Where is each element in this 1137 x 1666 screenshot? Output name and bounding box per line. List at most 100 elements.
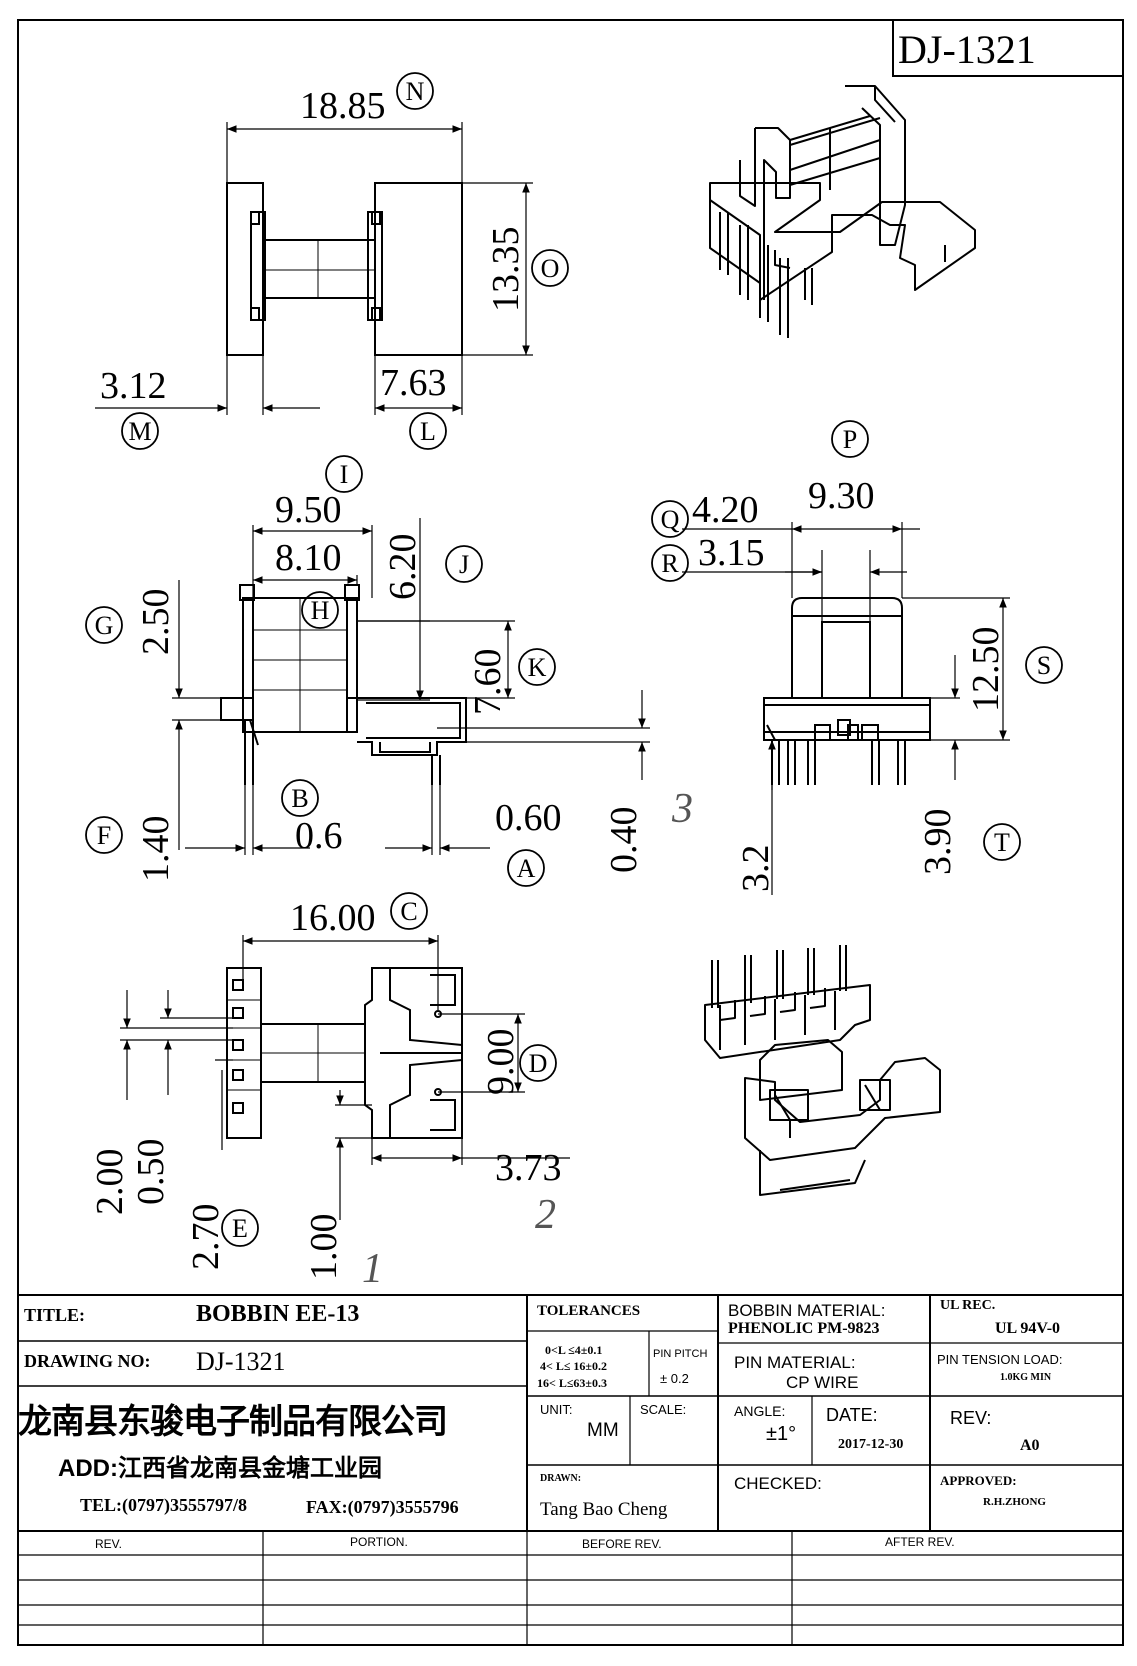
- drawn-value: Tang Bao Cheng: [540, 1499, 668, 1520]
- drawing-no-label: DRAWING NO:: [24, 1351, 151, 1371]
- dim-m: 3.12: [100, 365, 167, 407]
- callouts: [85, 72, 1063, 1247]
- tolerance-2: 4< L≤ 16±0.2: [540, 1359, 608, 1373]
- tolerances-label: TOLERANCES: [537, 1303, 641, 1319]
- side-view: [763, 597, 931, 785]
- rev-table-header-portion: PORTION.: [350, 1535, 408, 1549]
- drawn-label: DRAWN:: [540, 1473, 582, 1484]
- scale-label: SCALE:: [640, 1402, 687, 1417]
- callout-i: I: [340, 460, 349, 489]
- top-view-dimensions: [95, 122, 533, 415]
- rev-table-header-rev: REV.: [95, 1537, 122, 1551]
- drawing-number-box: DJ-1321: [892, 19, 1124, 77]
- dim-t: 3.90: [917, 809, 959, 876]
- rev-table-header-after: AFTER REV.: [885, 1535, 955, 1549]
- dim-e: 2.70: [185, 1204, 227, 1271]
- callout-m: M: [128, 417, 151, 446]
- dim-a: 0.60: [495, 797, 562, 839]
- approved-value: R.H.ZHONG: [983, 1496, 1046, 1508]
- pin-pitch-label: PIN PITCH: [653, 1348, 708, 1360]
- view-number-3: 3: [671, 786, 693, 832]
- callout-n: N: [406, 77, 425, 106]
- dim-e1: 2.00: [89, 1149, 131, 1216]
- title-block-grid: [18, 1294, 1123, 1645]
- date-value: 2017-12-30: [838, 1437, 904, 1452]
- bottom-view-dimensions: [120, 935, 570, 1220]
- dim-k: 7.60: [467, 649, 509, 716]
- title-value: BOBBIN EE-13: [196, 1301, 360, 1327]
- callout-f: F: [97, 821, 111, 850]
- callout-l: L: [420, 417, 436, 446]
- dim-s: 12.50: [965, 627, 1007, 713]
- top-view: [226, 182, 463, 356]
- company-tel: TEL:(0797)3555797/8: [80, 1495, 248, 1515]
- pin-material-label: PIN MATERIAL:: [734, 1353, 856, 1372]
- bottom-view: [226, 967, 463, 1139]
- rev-table-header-before: BEFORE REV.: [582, 1537, 662, 1551]
- dim-c: 16.00: [290, 897, 376, 939]
- pin-tension-value: 1.0KG MIN: [1000, 1372, 1052, 1383]
- dim-h: 8.10: [275, 537, 342, 579]
- dim-i: 9.50: [275, 489, 342, 531]
- callout-a: A: [517, 854, 536, 883]
- callout-t: T: [994, 828, 1010, 857]
- dim-two: 3.73: [495, 1147, 562, 1189]
- pin-material-value: CP WIRE: [786, 1373, 859, 1392]
- dim-q: 4.20: [692, 489, 759, 531]
- approved-label: APPROVED:: [940, 1473, 1017, 1488]
- bobbin-material-value: PHENOLIC PM-9823: [728, 1320, 880, 1337]
- drawing-no-value: DJ-1321: [196, 1347, 286, 1376]
- callout-p: P: [843, 425, 857, 454]
- rev-label: REV:: [950, 1408, 992, 1428]
- dim-j: 6.20: [382, 534, 424, 601]
- ul-value: UL 94V-0: [995, 1320, 1061, 1337]
- dim-g: 2.50: [135, 589, 177, 656]
- isometric-view-bottom: [704, 945, 941, 1196]
- callout-letters: N O M L I J G H K F B A C D E P Q R S T: [95, 77, 1052, 1243]
- dim-t1: 3.2: [735, 845, 777, 893]
- callout-e: E: [232, 1214, 248, 1243]
- company-name: 龙南县东骏电子制品有限公司: [18, 1403, 448, 1441]
- angle-value: ±1°: [766, 1423, 797, 1445]
- tolerance-1: 0<L ≤4±0.1: [545, 1343, 603, 1357]
- dim-o: 13.35: [485, 227, 527, 313]
- pin-pitch-value: ± 0.2: [660, 1371, 689, 1386]
- title-label: TITLE:: [24, 1305, 86, 1325]
- company-address: ADD:江西省龙南县金塘工业园: [58, 1455, 382, 1482]
- dim-e3: 1.00: [303, 1214, 345, 1281]
- ul-label: UL REC.: [940, 1298, 996, 1313]
- company-fax: FAX:(0797)3555796: [306, 1497, 459, 1517]
- dim-e2: 0.50: [130, 1139, 172, 1206]
- drawing-number-box-text: DJ-1321: [898, 27, 1036, 72]
- angle-label: ANGLE:: [734, 1403, 786, 1419]
- dim-a2: 0.40: [603, 807, 645, 874]
- rev-value: A0: [1020, 1437, 1040, 1454]
- bobbin-material-label: BOBBIN MATERIAL:: [728, 1301, 886, 1320]
- callout-c: C: [400, 897, 417, 926]
- front-view-dimensions: [172, 518, 650, 855]
- side-view-dimensions: [682, 522, 1010, 895]
- dim-n: 18.85: [300, 85, 386, 127]
- dim-b: 0.6: [295, 815, 343, 857]
- view-number-1: 1: [362, 1246, 383, 1292]
- callout-d: D: [529, 1049, 548, 1078]
- checked-label: CHECKED:: [734, 1474, 822, 1493]
- callout-k: K: [528, 653, 547, 682]
- callout-o: O: [541, 254, 560, 283]
- view-number-2: 2: [535, 1192, 556, 1238]
- dim-d: 9.00: [480, 1029, 522, 1096]
- unit-label: UNIT:: [540, 1402, 573, 1417]
- callout-r: R: [661, 549, 679, 578]
- dim-p: 9.30: [808, 475, 875, 517]
- dim-l: 7.63: [380, 362, 447, 404]
- drawing-frame: [17, 19, 1124, 1646]
- callout-q: Q: [661, 505, 680, 534]
- pin-tension-label: PIN TENSION LOAD:: [937, 1352, 1063, 1367]
- callout-g: G: [95, 611, 114, 640]
- tolerance-3: 16< L≤63±0.3: [537, 1376, 608, 1390]
- dim-f: 1.40: [135, 816, 177, 883]
- unit-value: MM: [587, 1420, 619, 1441]
- isometric-view-top: [709, 85, 976, 338]
- dim-r: 3.15: [698, 532, 765, 574]
